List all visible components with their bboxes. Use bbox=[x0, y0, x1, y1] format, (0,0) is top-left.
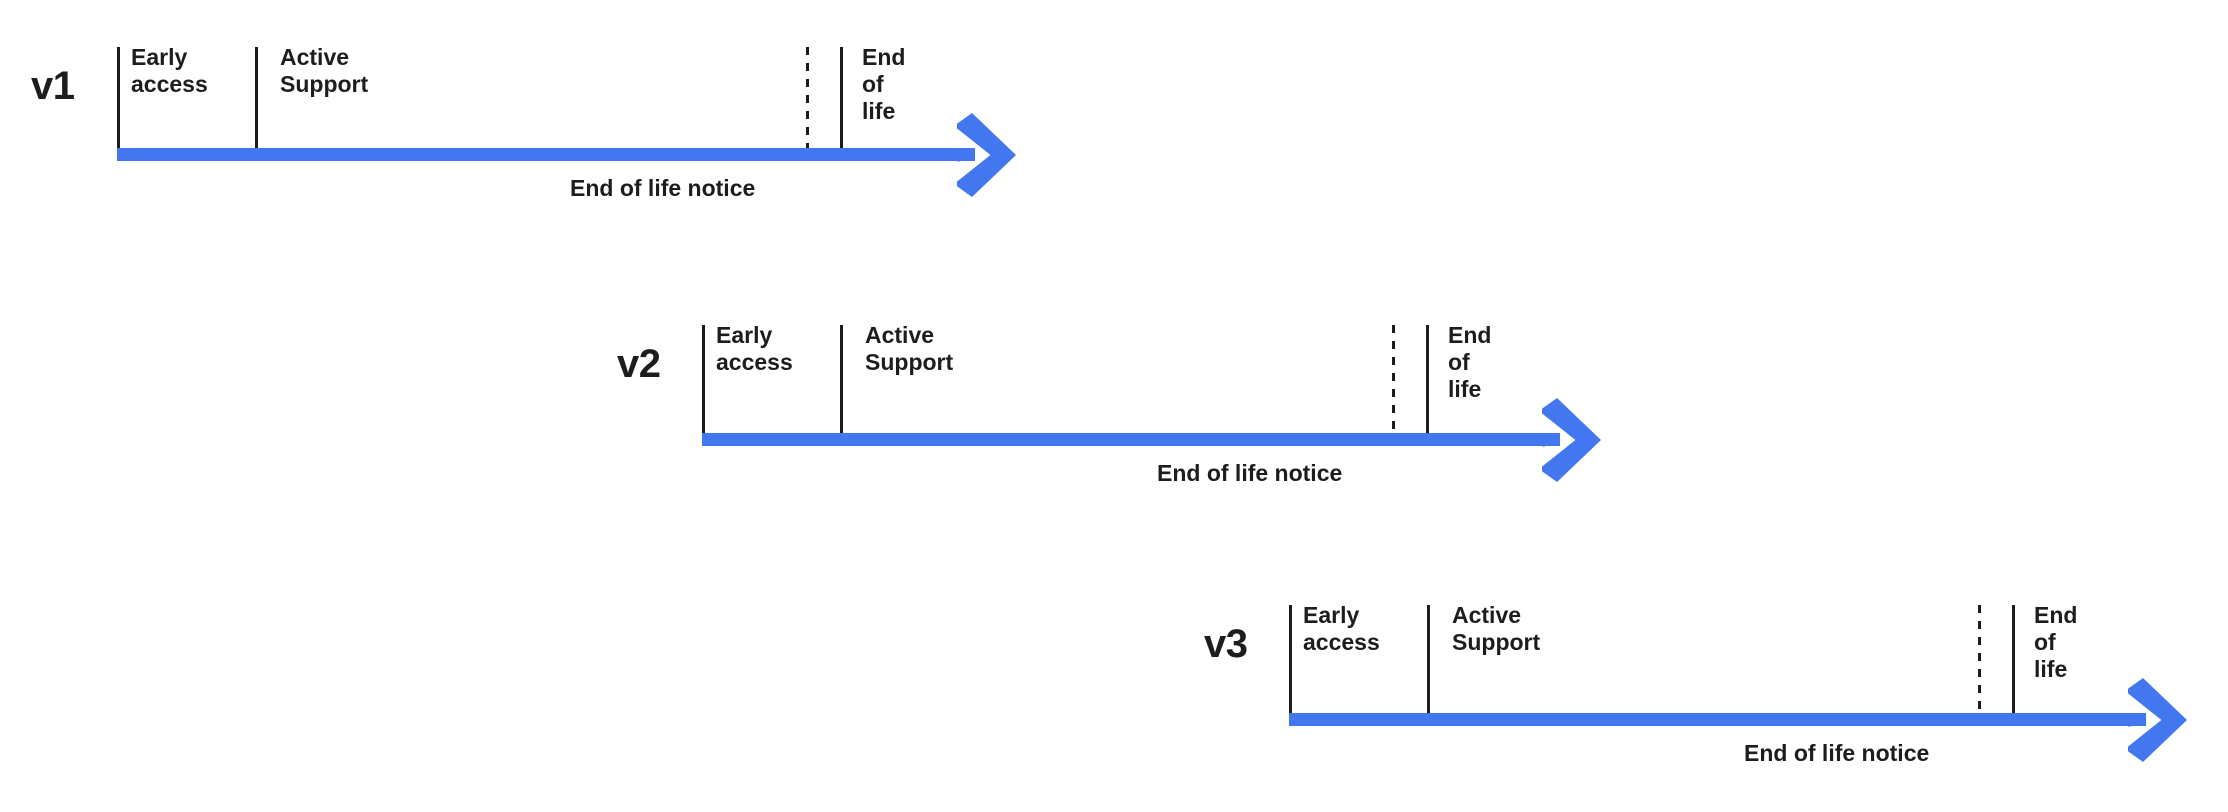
version-label-v2: v2 bbox=[617, 342, 661, 386]
phase-divider bbox=[1427, 605, 1430, 713]
end-of-life-divider bbox=[2012, 605, 2015, 713]
phase-divider bbox=[840, 325, 843, 433]
arrow-head-icon bbox=[957, 112, 1016, 197]
end-of-life-notice-label: End of life notice bbox=[570, 175, 756, 201]
phase-label: Early access bbox=[716, 322, 793, 376]
arrow-head-icon bbox=[1542, 397, 1601, 482]
phase-label: Early access bbox=[131, 44, 208, 98]
phase-divider bbox=[117, 47, 120, 148]
phase-divider bbox=[1289, 605, 1292, 713]
end-of-life-label: End of life bbox=[1448, 322, 1492, 403]
lifecycle-bar bbox=[117, 148, 975, 161]
end-of-life-notice-marker bbox=[806, 47, 809, 148]
end-of-life-notice-label: End of life notice bbox=[1157, 460, 1343, 486]
arrow-head-icon bbox=[2128, 677, 2187, 762]
version-label-v3: v3 bbox=[1204, 622, 1248, 666]
lifecycle-bar bbox=[1289, 713, 2146, 726]
end-of-life-divider bbox=[840, 47, 843, 148]
end-of-life-notice-label: End of life notice bbox=[1744, 740, 1930, 766]
end-of-life-notice-marker bbox=[1978, 605, 1981, 713]
end-of-life-label: End of life bbox=[862, 44, 906, 125]
version-label-v1: v1 bbox=[31, 64, 75, 108]
phase-label: Active Support bbox=[1452, 602, 1541, 656]
phase-label: Active Support bbox=[280, 44, 369, 98]
end-of-life-notice-marker bbox=[1392, 325, 1395, 433]
end-of-life-divider bbox=[1426, 325, 1429, 433]
phase-label: Early access bbox=[1303, 602, 1380, 656]
end-of-life-label: End of life bbox=[2034, 602, 2078, 683]
lifecycle-bar bbox=[702, 433, 1560, 446]
phase-divider bbox=[702, 325, 705, 433]
phase-divider bbox=[255, 47, 258, 148]
phase-label: Active Support bbox=[865, 322, 954, 376]
